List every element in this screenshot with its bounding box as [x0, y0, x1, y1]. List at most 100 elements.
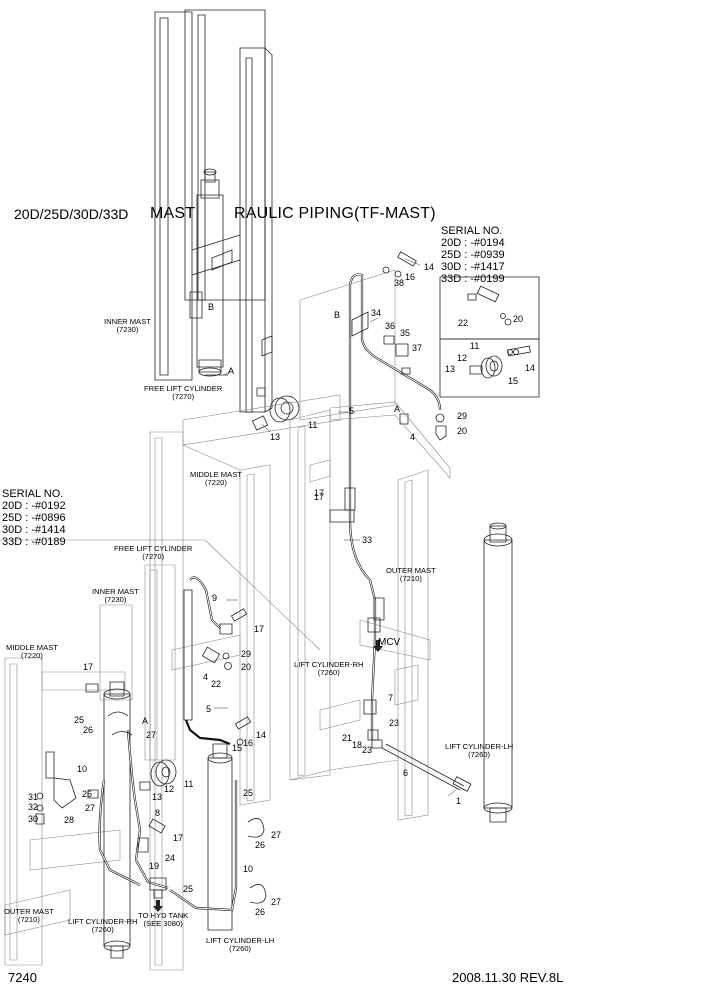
callout: 18: [352, 740, 363, 750]
callout: 4: [203, 672, 209, 682]
callout: 23: [362, 745, 373, 755]
leader-lines: [214, 259, 456, 796]
page-title-left: MAST: [150, 205, 196, 222]
callout: 14: [256, 730, 267, 740]
callout: 15: [508, 376, 519, 386]
callout: 12: [457, 353, 468, 363]
callout: 26: [255, 840, 266, 850]
label-mcv: MCV: [378, 637, 401, 648]
callout: A: [394, 404, 401, 414]
callout: 11: [184, 779, 194, 789]
callout: 38: [394, 278, 405, 288]
callout: 11: [308, 420, 318, 430]
callout: 17: [254, 624, 265, 634]
upper-parts-rollers: [252, 388, 408, 430]
callout: 28: [64, 815, 75, 825]
callout: 27: [271, 830, 282, 840]
callout: 26: [83, 725, 94, 735]
middle-mast-upper: [150, 395, 340, 970]
callout: B: [208, 302, 215, 312]
callout: 27: [85, 803, 96, 813]
callout: 20: [241, 662, 252, 672]
label-middle-mast: MIDDLE MAST(7220): [6, 643, 58, 660]
serial-line-left: 20D : -#0192: [2, 500, 66, 512]
serial-heading-left: SERIAL NO.: [2, 488, 64, 500]
label-lift-cylinder-rh: LIFT CYLINDER-RH(7260): [68, 917, 138, 934]
label-outer-mast: OUTER MAST(7210): [386, 566, 436, 583]
callout: B: [334, 310, 341, 320]
callout: 21: [342, 733, 353, 743]
callout: 19: [149, 861, 160, 871]
callout: 10: [243, 864, 254, 874]
label-lift-cylinder-lh: LIFT CYLINDER-LH(7260): [445, 742, 514, 759]
serial-line-left: 25D : -#0896: [2, 512, 66, 524]
callout: 22: [211, 679, 222, 689]
callout: 24: [165, 853, 176, 863]
callout: 26: [82, 789, 93, 799]
outer-mast-upper: [290, 270, 450, 820]
serial-heading-right: SERIAL NO.: [441, 225, 503, 237]
label-middle-mast: MIDDLE MAST(7220): [190, 470, 242, 487]
callout: 26: [255, 907, 266, 917]
free-lift-cylinder-upper: [190, 169, 228, 376]
label-lift-cylinder-rh: LIFT CYLINDER-RH(7260): [294, 660, 364, 677]
callout: 17: [314, 488, 325, 498]
callout: 22: [458, 318, 469, 328]
callout: 16: [243, 738, 254, 748]
label-outer-mast: OUTER MAST(7210): [4, 907, 54, 924]
callout: 5: [206, 704, 212, 714]
label-to-hyd-tank: TO HYD TANK(SEE 3080): [138, 911, 189, 928]
callout: 17: [314, 492, 325, 502]
callout: 35: [400, 328, 411, 338]
serial-line-right: 25D : -#0939: [441, 249, 505, 261]
callout: A: [142, 716, 149, 726]
callout: 34: [371, 308, 382, 318]
label-inner-mast: INNER MAST(7230): [92, 587, 139, 604]
lower-left-detail: [0, 540, 320, 965]
callout: 20: [457, 426, 468, 436]
callout: 14: [424, 262, 435, 272]
callout: 20: [513, 314, 524, 324]
callout: 8: [155, 808, 161, 818]
callout: 25: [74, 715, 85, 725]
label-inner-mast: INNER MAST(7230): [104, 317, 151, 334]
callout: 13: [445, 364, 456, 374]
revision-date: 2008.11.30 REV.8L: [452, 970, 564, 985]
callout: 5: [349, 406, 355, 416]
callout: 4: [410, 432, 416, 442]
callout: 23: [389, 718, 400, 728]
callout: 14: [525, 363, 536, 373]
callout: 13: [152, 792, 163, 802]
callout: 12: [164, 784, 175, 794]
callout: 32: [28, 802, 39, 812]
callout: 36: [385, 321, 396, 331]
callout: 37: [412, 343, 423, 353]
callout: 31: [28, 792, 39, 802]
upper-hose-route: [330, 252, 471, 791]
callout: 17: [173, 833, 184, 843]
serial-line-left: 30D : -#1414: [2, 524, 66, 536]
serial-line-left: 33D : -#0189: [2, 536, 66, 548]
callout: 17: [83, 662, 94, 672]
model-label: 20D/25D/30D/33D: [14, 206, 129, 222]
callout: 6: [403, 768, 409, 778]
callout: 10: [77, 764, 88, 774]
label-free-lift-cylinder: FREE LIFT CYLINDER(7270): [114, 544, 193, 561]
serial-line-right: 20D : -#0194: [441, 237, 505, 249]
callout: 1: [456, 796, 462, 806]
label-free-lift-cylinder: FREE LIFT CYLINDER(7270): [144, 384, 223, 401]
serial-line-right: 33D : -#0199: [441, 273, 505, 285]
serial-line-right: 30D : -#1417: [441, 261, 505, 273]
callout: 9: [212, 593, 218, 603]
callout: 25: [243, 788, 254, 798]
inner-mast-upper: [155, 10, 272, 412]
callout: A: [228, 366, 235, 376]
callout: 11: [470, 341, 480, 351]
page-title-right: RAULIC PIPING(TF-MAST): [234, 205, 436, 222]
callout: 27: [146, 730, 157, 740]
label-lift-cylinder-lh: LIFT CYLINDER-LH(7260): [206, 936, 275, 953]
callout: 25: [183, 884, 194, 894]
callout: 15: [232, 743, 243, 753]
callout: 7: [388, 693, 394, 703]
